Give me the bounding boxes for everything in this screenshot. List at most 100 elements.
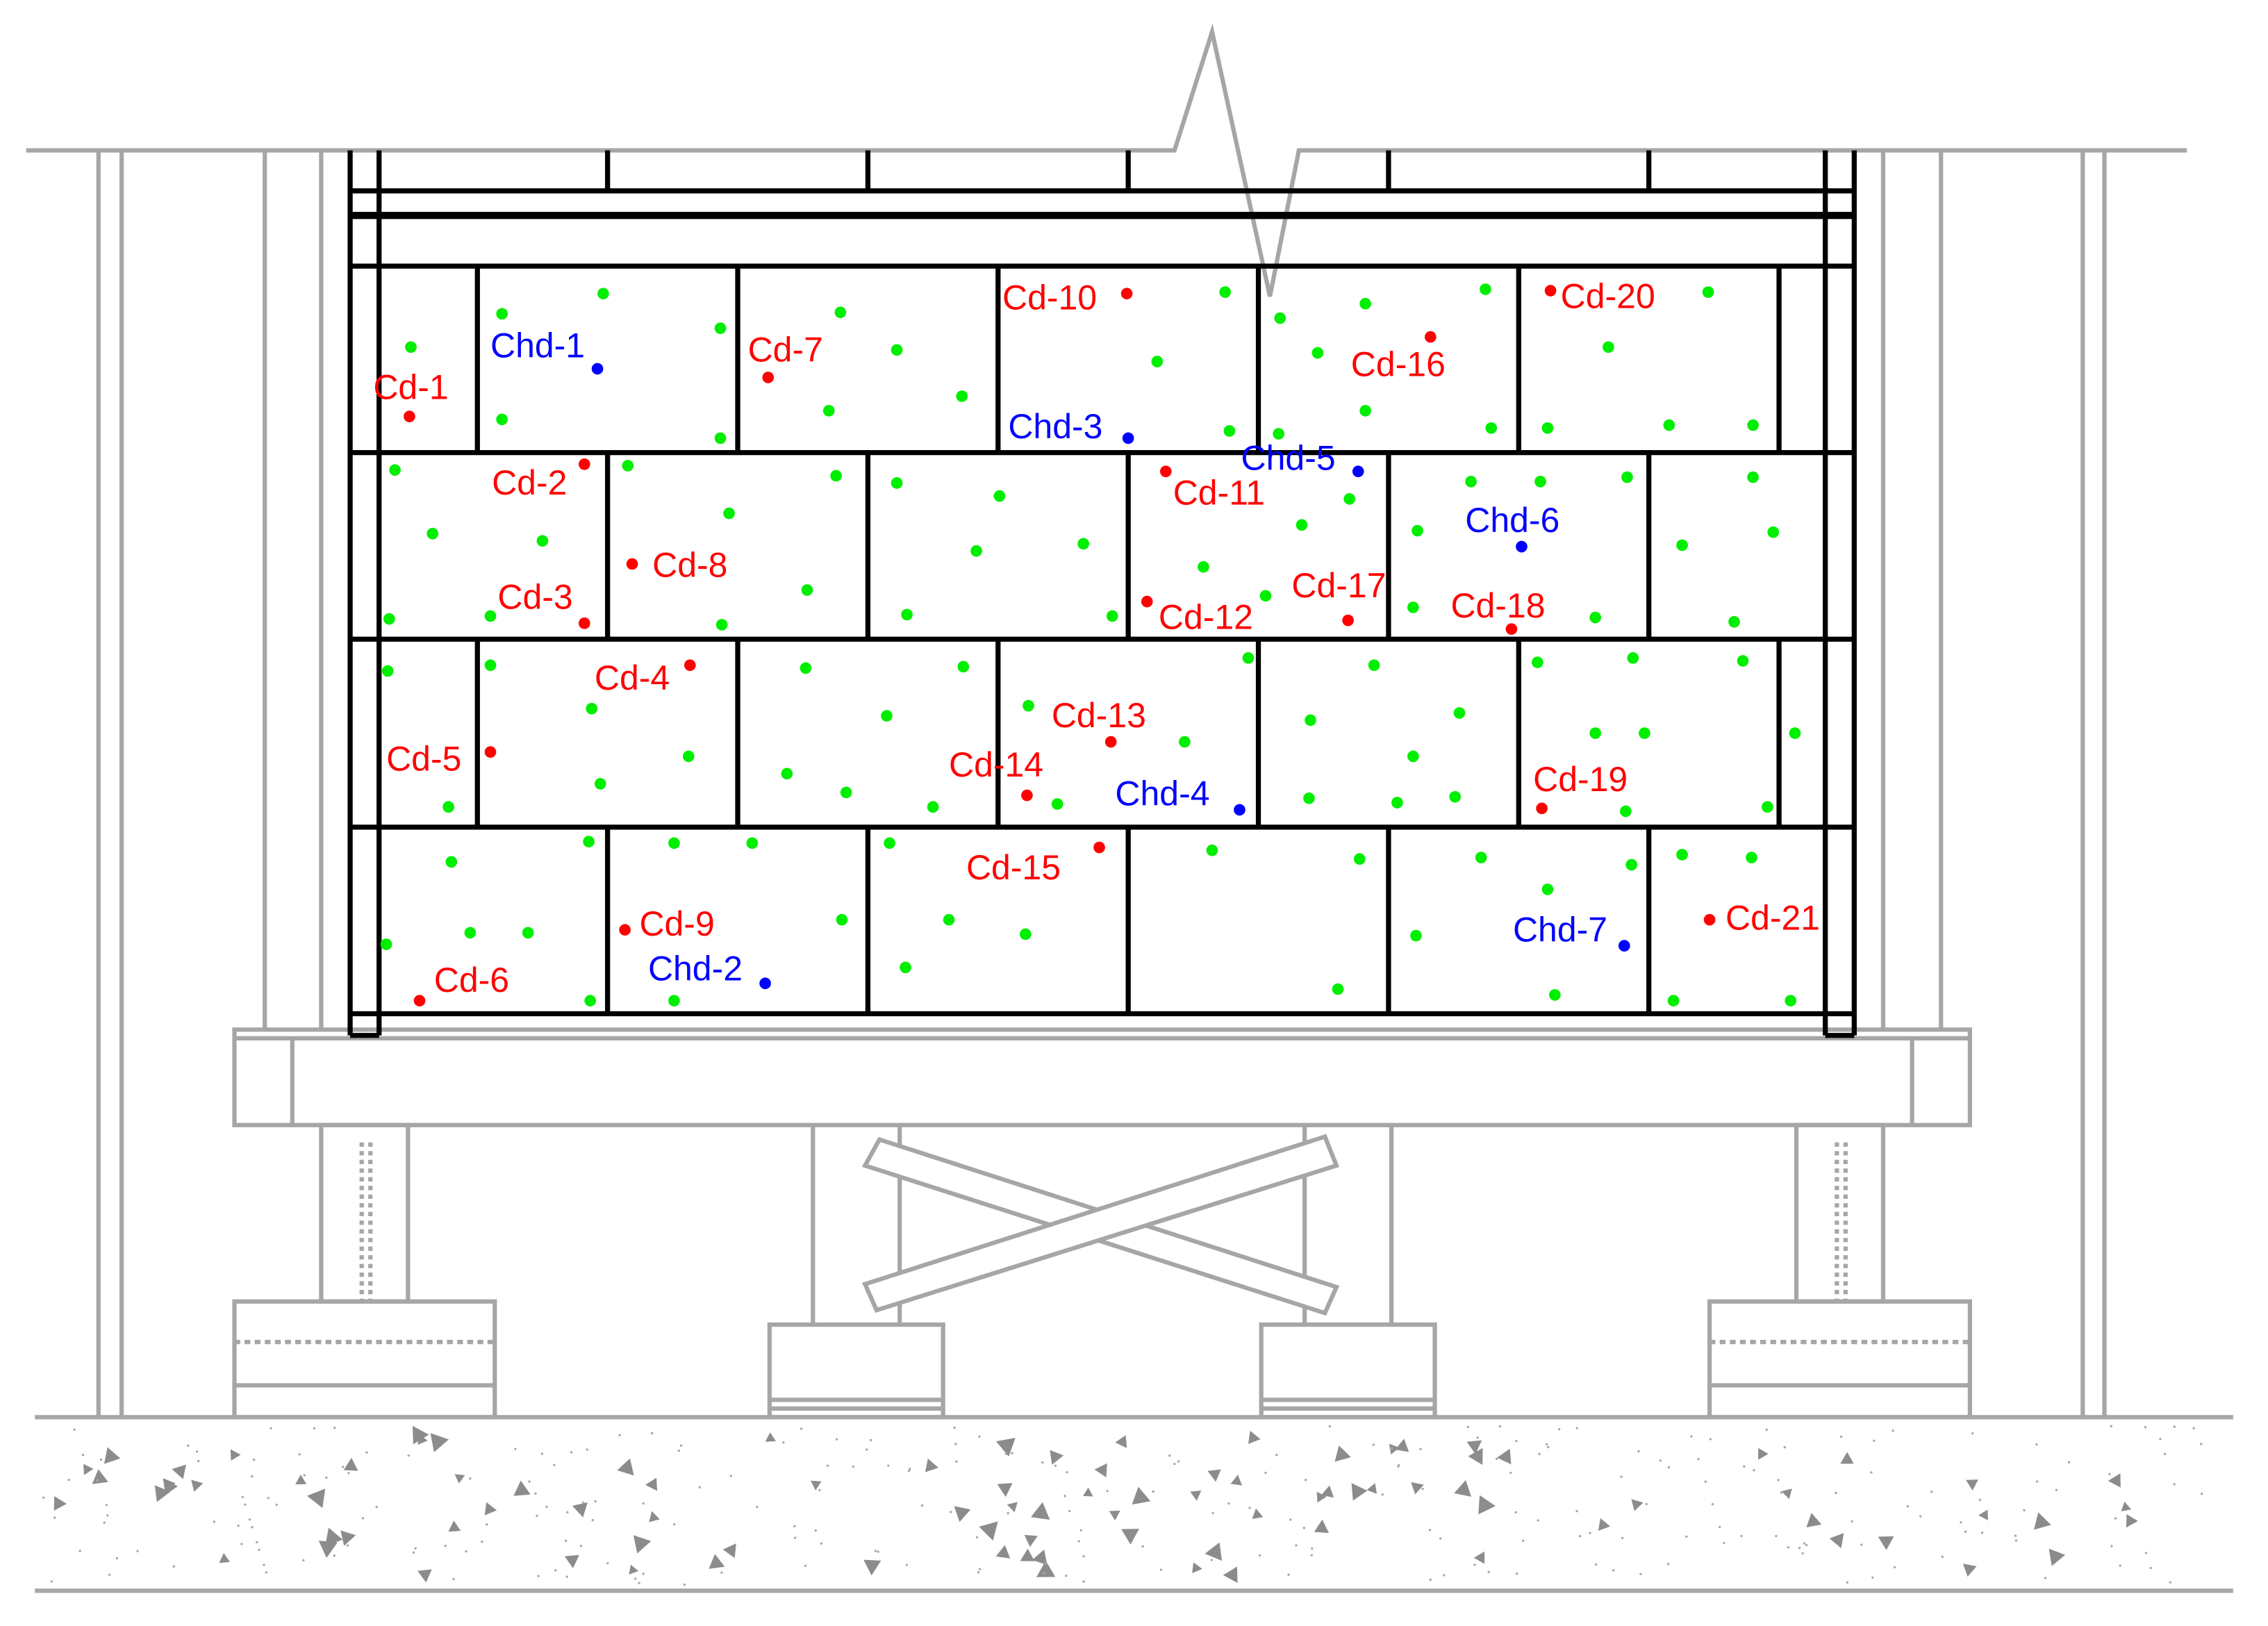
aggregate-speck (414, 1547, 417, 1550)
damage-point (1093, 841, 1105, 854)
aggregate-speck (1141, 1545, 1144, 1548)
aggregate-speck (333, 1427, 336, 1429)
sensor-point (584, 995, 596, 1007)
aggregate-speck (920, 1504, 924, 1507)
label-cd14: Cd-14 (949, 745, 1043, 802)
sensor-point (1449, 790, 1462, 803)
aggregate-speck (1941, 1555, 1944, 1559)
aggregate-speck (96, 1479, 99, 1482)
aggregate-stone (1314, 1519, 1330, 1534)
aggregate-speck (1873, 1439, 1876, 1442)
label-chd5: Chd-5 (1241, 439, 1364, 478)
sensor-point (1359, 404, 1371, 417)
aggregate-stone (1316, 1491, 1327, 1503)
aggregate-speck (1515, 1572, 1518, 1575)
aggregate-speck (1421, 1487, 1424, 1491)
damage-label: Cd-17 (1291, 566, 1386, 605)
sensor-point (1198, 561, 1209, 573)
aggregate-speck (2173, 1425, 2176, 1428)
aggregate-speck (1753, 1469, 1755, 1472)
aggregate-speck (103, 1521, 106, 1525)
aggregate-speck (2014, 1539, 2018, 1542)
aggregate-speck (1621, 1536, 1624, 1540)
aggregate-speck (978, 1568, 982, 1570)
aggregate-stone (1473, 1551, 1485, 1564)
aggregate-stone (413, 1425, 429, 1445)
sensor-point (1621, 471, 1633, 483)
label-cd17: Cd-17 (1291, 566, 1387, 627)
aggregate-speck (642, 1573, 645, 1575)
aggregate-speck (582, 1501, 585, 1504)
damage-point (1424, 331, 1437, 343)
sensor-point (891, 477, 903, 489)
aggregate-speck (852, 1465, 855, 1468)
aggregate-stone (417, 1569, 432, 1583)
aggregate-stone (325, 1527, 343, 1546)
aggregate-speck (909, 1468, 911, 1470)
aggregate-speck (729, 1475, 732, 1477)
aggregate-speck (1537, 1519, 1539, 1522)
sensor-point (800, 662, 812, 674)
aggregate-speck (1780, 1491, 1783, 1494)
damage-label: Cd-21 (1725, 899, 1820, 938)
damage-label: Cd-12 (1159, 598, 1253, 637)
sensor-point (1534, 475, 1546, 488)
aggregate-speck (302, 1559, 305, 1562)
aggregate-speck (720, 1571, 723, 1574)
sensor-point (1589, 611, 1601, 624)
aggregate-stone (722, 1543, 736, 1559)
sensor-point (1453, 707, 1466, 719)
aggregate-stone (1978, 1509, 1988, 1521)
aggregate-stone (1466, 1440, 1482, 1454)
aggregate-stone (765, 1432, 776, 1442)
aggregate-speck (1521, 1539, 1525, 1543)
damage-point (684, 659, 696, 672)
support-post (1794, 1122, 1886, 1304)
sensor-point (1532, 656, 1543, 668)
aggregate-speck (800, 1427, 803, 1430)
aggregate-speck (1803, 1542, 1806, 1545)
aggregate-speck (804, 1564, 807, 1568)
aggregate-speck (683, 1583, 686, 1586)
aggregate-speck (2144, 1426, 2147, 1429)
aggregate-stone (1781, 1488, 1792, 1500)
aggregate-stone (1192, 1562, 1202, 1574)
aggregate-stone (997, 1483, 1013, 1498)
ceiling-break-line (26, 23, 2187, 297)
aggregate-stone (484, 1502, 497, 1516)
hidden-damage-point (1618, 940, 1630, 952)
support-pad (1707, 1299, 1973, 1420)
label-cd20: Cd-20 (1544, 276, 1655, 315)
sensor-point (1332, 983, 1344, 995)
aggregate-speck (1082, 1580, 1085, 1583)
sensor-point (442, 801, 454, 813)
label-cd2: Cd-2 (492, 458, 590, 502)
aggregate-speck (1777, 1479, 1780, 1482)
aggregate-speck (679, 1444, 683, 1447)
aggregate-speck (1805, 1543, 1808, 1547)
aggregate-speck (270, 1427, 272, 1430)
damage-label: Cd-16 (1351, 345, 1446, 383)
sensor-point (1219, 286, 1231, 298)
aggregate-speck (534, 1492, 537, 1495)
aggregate-speck (1515, 1440, 1518, 1443)
sensor-point (586, 702, 598, 715)
aggregate-speck (570, 1451, 573, 1454)
aggregate-speck (1328, 1425, 1332, 1428)
damage-label: Cd-7 (748, 330, 823, 369)
sensor-point (1762, 801, 1773, 813)
aggregate-speck (2044, 1577, 2047, 1579)
sensor-point (484, 610, 497, 622)
aggregate-speck (1557, 1427, 1561, 1431)
aggregate-speck (907, 1470, 911, 1472)
sensor-point (1259, 590, 1272, 602)
aggregate-speck (977, 1571, 980, 1574)
aggregate-stone (2033, 1512, 2051, 1530)
aggregate-speck (78, 1550, 81, 1552)
sensor-point (383, 613, 395, 625)
label-cd16: Cd-16 (1351, 331, 1446, 383)
aggregate-speck (1054, 1464, 1057, 1467)
hidden-damage-label: Chd-7 (1513, 910, 1607, 949)
aggregate-speck (325, 1476, 328, 1479)
